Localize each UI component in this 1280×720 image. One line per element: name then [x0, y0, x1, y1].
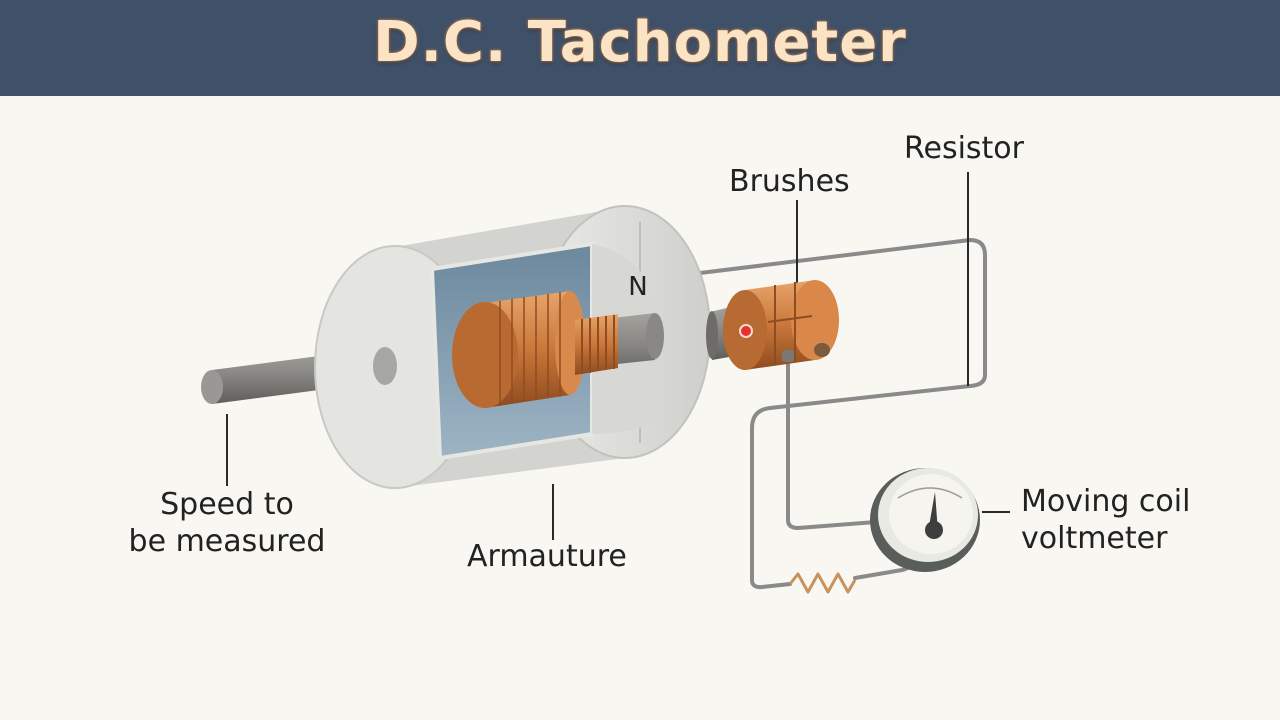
armature-label: Armauture [467, 539, 627, 574]
resistor-label: Resistor [904, 131, 1024, 166]
brushes-label: Brushes [729, 164, 850, 199]
series-resistor [788, 572, 857, 594]
voltmeter-label-line1: Moving coil [1021, 484, 1191, 519]
moving-coil-voltmeter [870, 468, 980, 572]
page-title: D.C. Tachometer [373, 10, 907, 75]
speed-label: Speed to be measured [97, 486, 357, 560]
speed-label-line1: Speed to [160, 487, 294, 522]
voltmeter-label-line2: voltmeter [1021, 521, 1168, 556]
north-pole-label: N [628, 272, 647, 302]
commutator-brushes [706, 280, 839, 370]
title-banner [0, 0, 1280, 96]
voltmeter-label: Moving coil voltmeter [1021, 483, 1190, 557]
leader-lines [226, 172, 1010, 540]
speed-label-line2: be measured [128, 524, 326, 559]
armature-rotor [452, 291, 664, 408]
